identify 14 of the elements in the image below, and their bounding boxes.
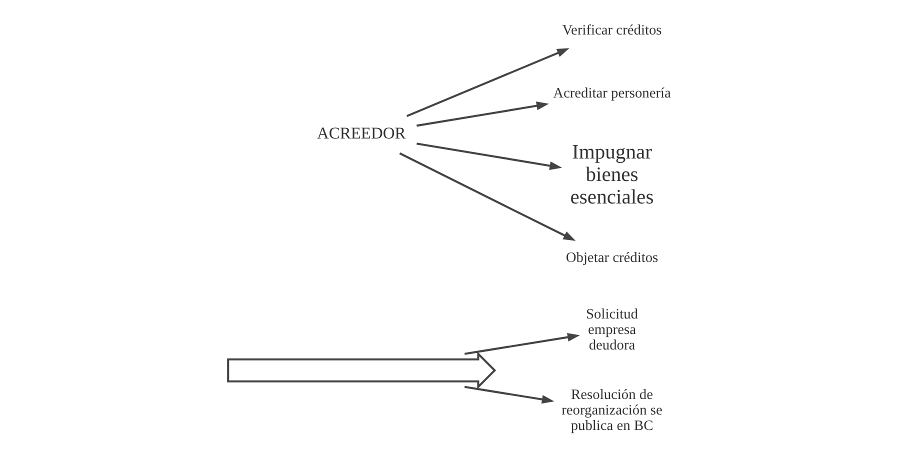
- node-text: Verificar créditos: [562, 22, 662, 39]
- node-text: Resolución de reorganización se publica en BC: [561, 386, 662, 434]
- node-text: Impugnar bienes esenciales: [570, 141, 654, 209]
- arrow: [406, 48, 569, 118]
- node-text: ACREEDOR: [316, 124, 406, 143]
- arrow: [464, 386, 554, 404]
- node-text: Solicitud empresa deudora: [586, 306, 638, 354]
- node-text: Acreditar personería: [552, 85, 670, 102]
- arrow: [416, 102, 548, 127]
- node-text: Objetar créditos: [565, 250, 658, 266]
- arrow: [416, 142, 562, 170]
- arrow: [464, 332, 580, 355]
- node-arrow: [226, 351, 496, 390]
- arrow: [398, 152, 576, 241]
